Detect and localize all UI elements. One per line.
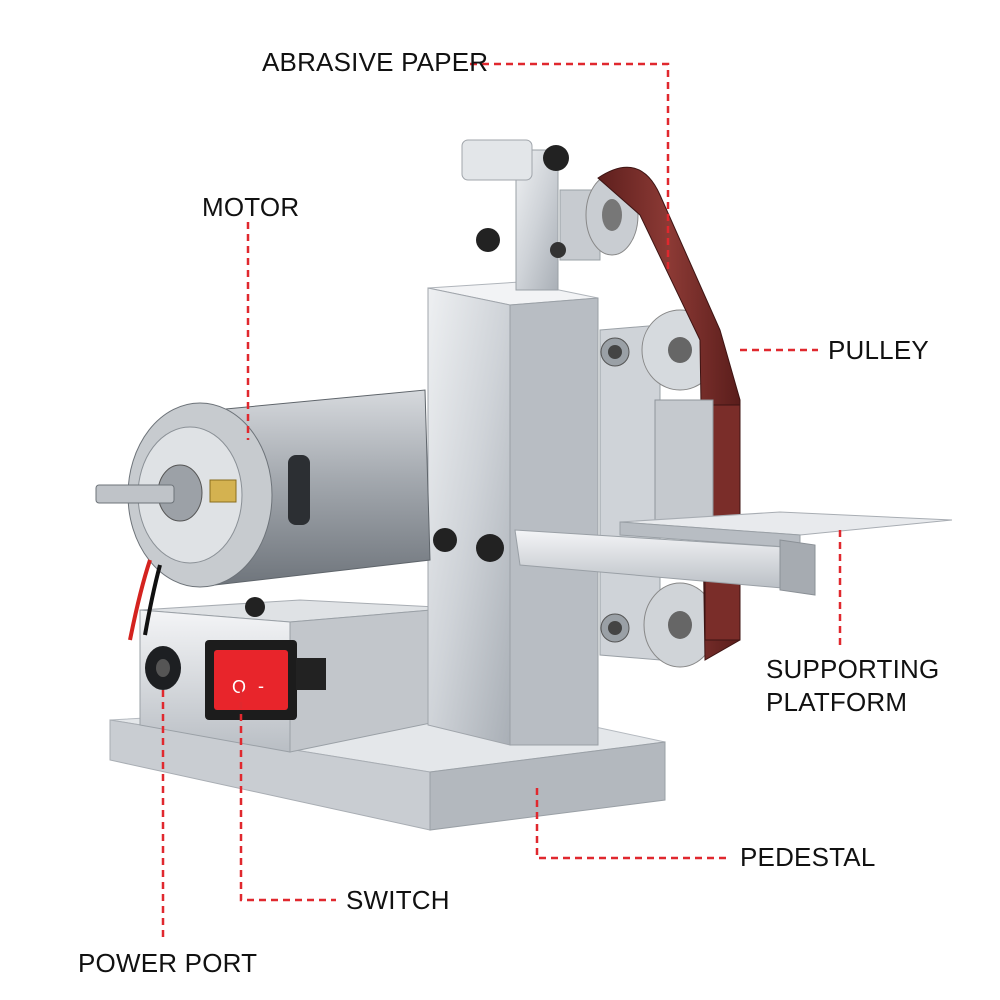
leader-switch <box>239 690 336 902</box>
switch-on-mark: - <box>258 676 264 696</box>
tension-arm <box>461 139 601 291</box>
label-supporting-platform-line1: SUPPORTING <box>766 654 940 684</box>
rocker-switch: O - <box>205 597 326 720</box>
power-port <box>145 646 181 690</box>
label-supporting-platform: SUPPORTING PLATFORM <box>766 653 939 720</box>
top-knob <box>245 597 265 617</box>
belt-guide-plate <box>654 399 714 526</box>
switch-off-mark: O <box>232 677 246 697</box>
label-switch: SWITCH <box>346 885 450 915</box>
leader-abrasive-paper <box>470 62 670 270</box>
label-pulley: PULLEY <box>828 335 929 365</box>
label-motor: MOTOR <box>202 192 300 222</box>
label-supporting-platform-line2: PLATFORM <box>766 687 908 718</box>
leader-pedestal <box>535 788 730 860</box>
label-power-port: POWER PORT <box>78 948 258 978</box>
label-abrasive-paper: ABRASIVE PAPER <box>262 47 489 77</box>
motor <box>95 389 431 641</box>
column <box>427 281 599 746</box>
supporting-platform <box>433 511 953 596</box>
leader-lines <box>161 62 842 938</box>
motor-shaft <box>95 484 175 504</box>
label-pedestal: PEDESTAL <box>740 842 876 872</box>
